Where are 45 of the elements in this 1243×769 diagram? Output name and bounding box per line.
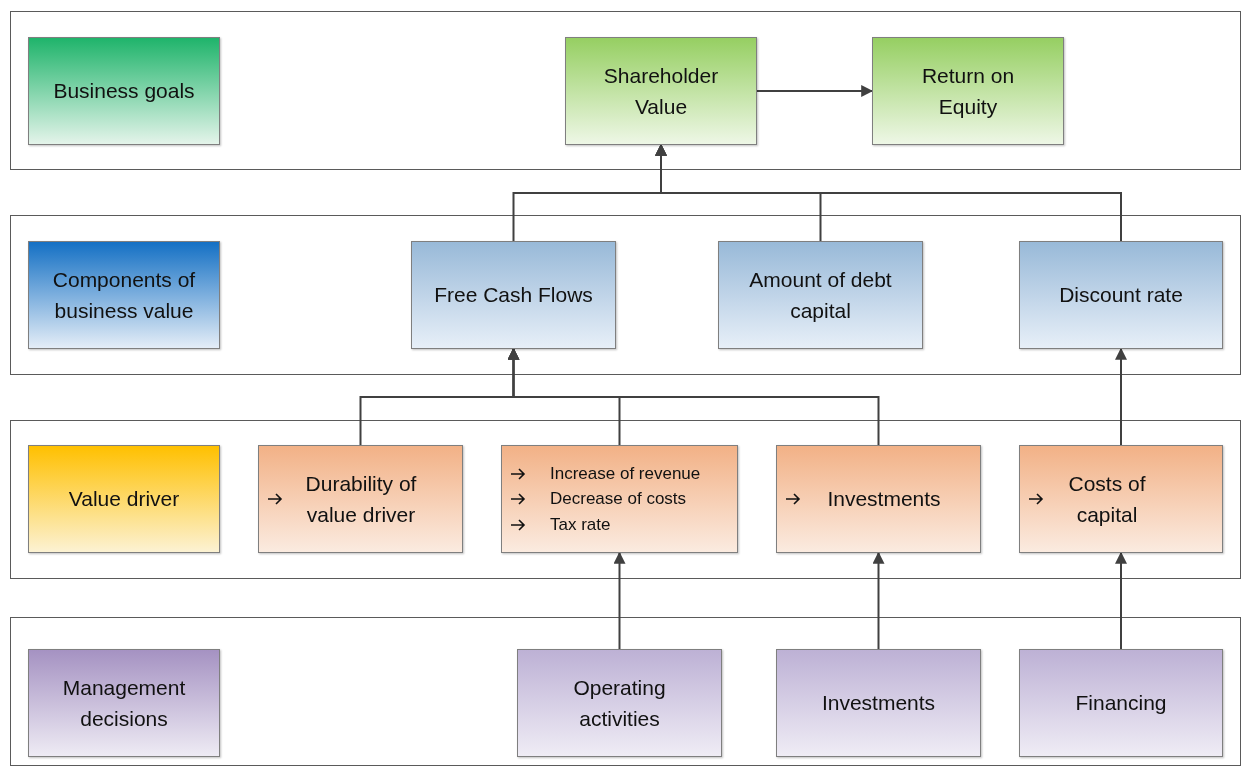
arrow xyxy=(872,551,885,650)
process-box xyxy=(28,445,220,553)
process-box xyxy=(28,241,220,349)
box-label: Shareholder Value xyxy=(602,62,720,120)
value-driver-box xyxy=(258,445,463,553)
box-label: Management decisions xyxy=(61,674,187,732)
box-label: Operating activities xyxy=(572,674,667,732)
process-box xyxy=(28,37,220,145)
process-box xyxy=(718,241,923,349)
box-label: Return on Equity xyxy=(920,62,1016,120)
box-label: Durability of value driver xyxy=(304,470,418,528)
layer-band xyxy=(10,420,1241,579)
box-label: Increase of revenue xyxy=(549,462,701,485)
process-box xyxy=(1019,241,1223,349)
arrow xyxy=(655,143,1122,242)
box-label: Free Cash Flows xyxy=(434,282,593,309)
box-label: Value driver xyxy=(68,486,180,513)
box-label: Tax rate xyxy=(549,513,611,536)
box-label: Business goals xyxy=(53,78,195,105)
arrow xyxy=(756,85,874,97)
box-label: Amount of debt capital xyxy=(748,266,893,324)
layer-band xyxy=(10,11,1241,170)
process-box xyxy=(517,649,722,757)
arrow xyxy=(1115,551,1127,650)
process-box xyxy=(776,649,981,757)
arrow xyxy=(613,551,626,650)
value-driver-box xyxy=(1019,445,1223,553)
process-box xyxy=(411,241,616,349)
box-label: Investments xyxy=(826,486,942,513)
layer-band xyxy=(10,215,1241,375)
box-label: Components of business value xyxy=(51,266,197,324)
process-box xyxy=(872,37,1064,145)
process-box xyxy=(1019,649,1223,757)
box-label: Costs of capital xyxy=(1067,470,1147,528)
box-label: Discount rate xyxy=(1059,282,1183,309)
process-box xyxy=(28,649,220,757)
arrow xyxy=(507,347,880,446)
box-label: Financing xyxy=(1075,690,1167,717)
process-box xyxy=(565,37,757,145)
box-label: Decrease of costs xyxy=(549,488,687,511)
layer-band xyxy=(10,617,1241,766)
value-driver-box xyxy=(776,445,981,553)
value-driver-box xyxy=(501,445,738,553)
arrow xyxy=(1115,347,1127,446)
box-label: Investments xyxy=(821,690,936,717)
